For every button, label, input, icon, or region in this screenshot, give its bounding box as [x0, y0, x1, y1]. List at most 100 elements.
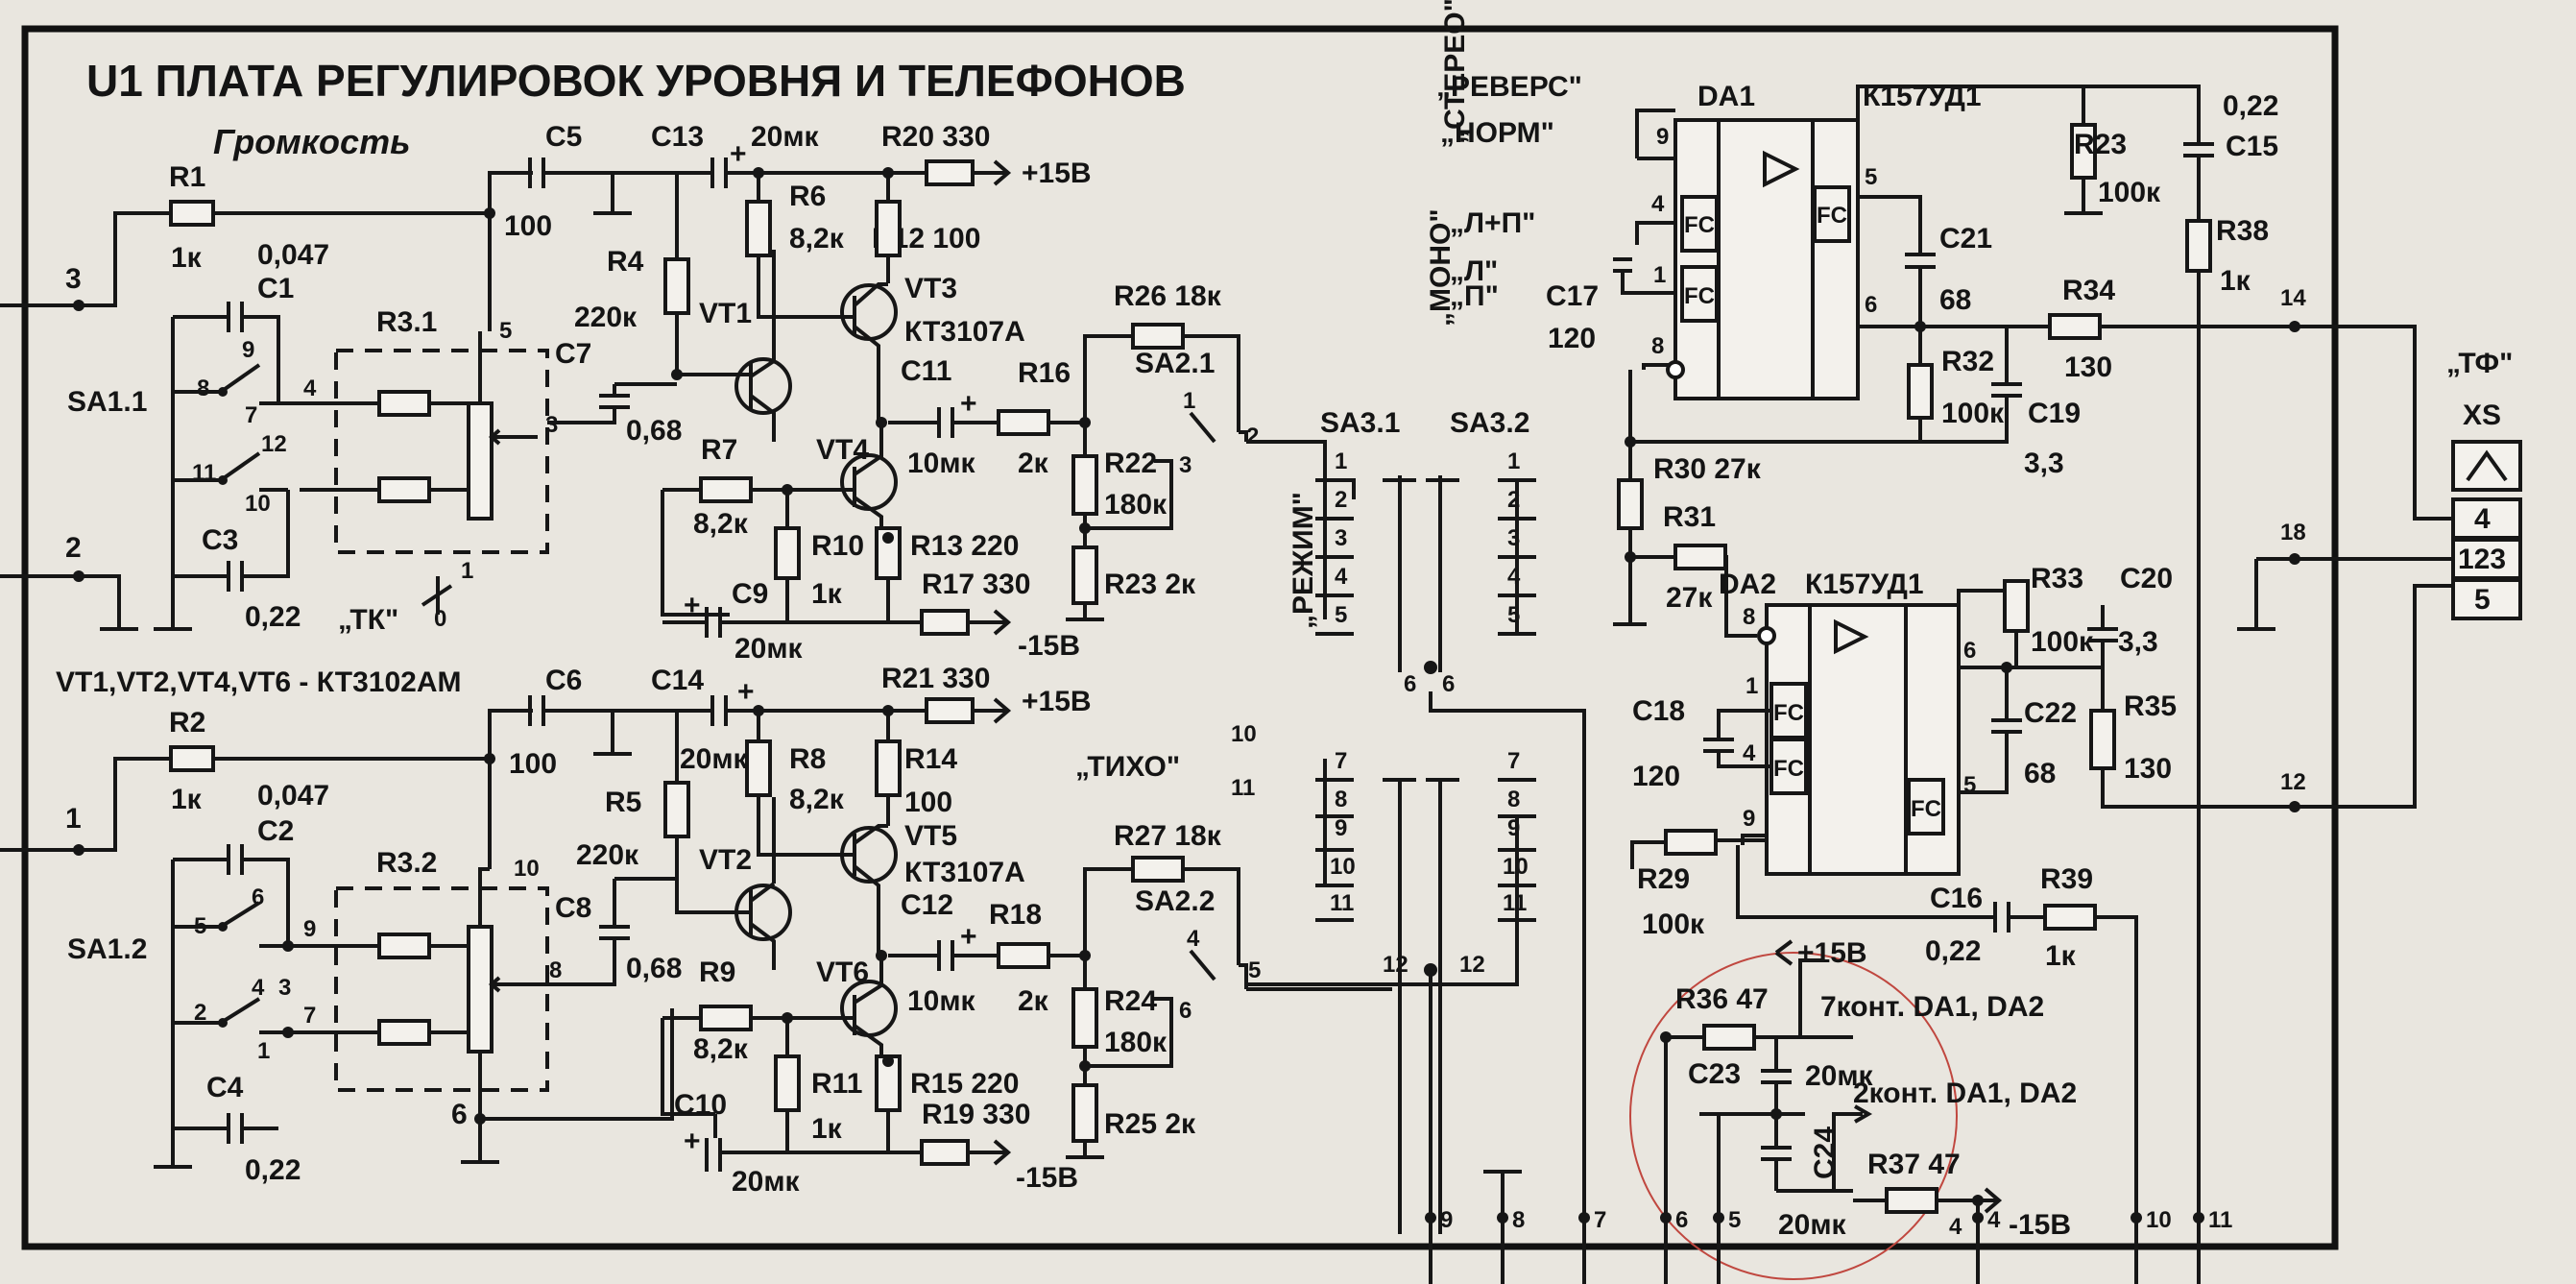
r35-label: R35 — [2124, 690, 2177, 722]
c16-label: C16 — [1930, 883, 1983, 914]
r8-value: 8,2к — [789, 784, 845, 815]
sa11-pin8: 8 — [197, 376, 209, 401]
c22-label: C22 — [2024, 697, 2077, 729]
da1-fc2 — [1680, 265, 1719, 323]
r36-label: R36 47 — [1675, 983, 1769, 1015]
r1-label: R1 — [169, 161, 205, 193]
r32-upper-resistor — [377, 933, 431, 959]
sa12-pin4: 4 — [252, 975, 265, 1001]
r26-resistor — [1131, 323, 1185, 350]
sa32-n8: 8 — [1507, 787, 1520, 812]
board-frame — [21, 25, 2339, 1250]
c3-label: C3 — [202, 524, 238, 556]
vt1-transistor — [734, 357, 792, 415]
r5-value: 220к — [576, 839, 639, 871]
r4-label: R4 — [607, 246, 644, 278]
r15-label: R15 220 — [910, 1068, 1019, 1100]
da2-name: DA2 — [1719, 569, 1776, 600]
r35-resistor — [2089, 709, 2116, 770]
r18-label: R18 — [989, 899, 1042, 931]
c5-label: C5 — [545, 121, 582, 153]
r13-label: R13 220 — [910, 530, 1019, 562]
r21-resistor — [925, 697, 975, 724]
sa11-pin7: 7 — [245, 402, 257, 428]
sa31-n5: 5 — [1335, 602, 1347, 628]
r29-resistor — [1664, 829, 1718, 856]
l-label: „Л" — [1450, 255, 1498, 287]
sa22-pin4: 4 — [1187, 926, 1200, 952]
r31-pin4: 4 — [303, 376, 317, 401]
c7-label: C7 — [555, 338, 591, 370]
sa11-pin12: 12 — [261, 431, 287, 457]
r23b-resistor — [1071, 545, 1098, 605]
r21-label: R21 330 — [881, 663, 990, 694]
xs-pin-5: 5 — [2474, 584, 2491, 616]
c20-value: 3,3 — [2118, 626, 2158, 658]
sa31-n7: 7 — [1335, 748, 1347, 774]
c23-label: C23 — [1688, 1058, 1741, 1090]
r5-label: R5 — [605, 787, 641, 818]
da2-pin8: 8 — [1743, 604, 1755, 630]
c3-value: 0,22 — [245, 601, 301, 633]
terminal-10: 10 — [2146, 1207, 2172, 1233]
xs-headphone-jack: „ТФ" XS 4 123 5 18 — [2237, 348, 2522, 631]
terminal-8: 8 — [1512, 1207, 1525, 1233]
r37-label: R37 47 — [1867, 1149, 1961, 1180]
da2-fc3-label: FC — [1911, 796, 1941, 822]
board-subtitle: Громкость — [213, 122, 410, 161]
r31b-label: R31 — [1663, 501, 1716, 533]
c19-label: C19 — [2028, 398, 2081, 429]
terminal-6: 6 — [1675, 1207, 1688, 1233]
c1-label: C1 — [257, 273, 294, 304]
sa12-label: SA1.2 — [67, 933, 147, 965]
power-filter: +15В R36 47 7конт. DA1, DA2 C23 20мк 2ко… — [1629, 937, 2077, 1280]
pin-1-label: 1 — [65, 803, 82, 835]
c11-value: 10мк — [907, 448, 976, 479]
c19-value: 3,3 — [2024, 448, 2064, 479]
sa3-pin12a: 12 — [1383, 952, 1408, 978]
c8-label: C8 — [555, 892, 591, 924]
r24-resistor — [1071, 987, 1098, 1049]
sa22-pin6: 6 — [1179, 998, 1192, 1024]
r31-pot-body — [467, 401, 494, 521]
r11-label: R11 — [811, 1068, 862, 1100]
c24-label: C24 — [1809, 1127, 1841, 1179]
vt3-type: КТ3107А — [904, 316, 1025, 348]
sa32-n1: 1 — [1507, 448, 1520, 474]
r35-value: 130 — [2124, 753, 2172, 785]
r11-resistor — [774, 1054, 801, 1112]
da1-fc2-label: FC — [1684, 283, 1715, 309]
r32-pin6: 6 — [451, 1099, 468, 1130]
norm-label: „НОРМ" — [1440, 117, 1554, 149]
terminal-9: 9 — [1440, 1207, 1453, 1233]
r23b-label: R23 2к — [1104, 569, 1196, 600]
tf-label: „ТФ" — [2446, 348, 2513, 379]
c12-value: 10мк — [907, 985, 976, 1017]
sa12-pin2: 2 — [194, 1000, 206, 1026]
sa3-pin6a: 6 — [1404, 671, 1416, 697]
c20-label: C20 — [2120, 563, 2173, 594]
r2-value: 1к — [171, 784, 203, 815]
r32-dashed-box — [334, 886, 549, 1092]
sa32-n7: 7 — [1507, 748, 1520, 774]
mono-label: „МОНО" — [1425, 208, 1457, 327]
r7-value: 8,2к — [693, 508, 749, 540]
c9-value: 20мк — [734, 633, 804, 665]
minus15-filter: -15В — [2009, 1209, 2071, 1241]
upper-channel: 3 R1 1к 0,047 C1 SA1.1 9 8 7 12 11 10 C3… — [0, 121, 1327, 665]
r26-label: R26 18к — [1114, 280, 1222, 312]
sa12-pin3: 3 — [278, 975, 291, 1001]
c10-value: 20мк — [732, 1166, 801, 1198]
note-7: 7конт. DA1, DA2 — [1820, 991, 2044, 1023]
c4-value: 0,22 — [245, 1154, 301, 1186]
sa31-n1: 1 — [1335, 448, 1347, 474]
r32b-label: R32 — [1941, 346, 1994, 377]
c9-label: C9 — [732, 578, 768, 610]
r33-value: 100к — [2031, 626, 2094, 658]
vt5-label: VT5 — [904, 820, 957, 852]
c5-value: 100 — [504, 210, 552, 242]
r30-resistor — [1617, 478, 1644, 530]
da2-fc3 — [1907, 778, 1945, 836]
